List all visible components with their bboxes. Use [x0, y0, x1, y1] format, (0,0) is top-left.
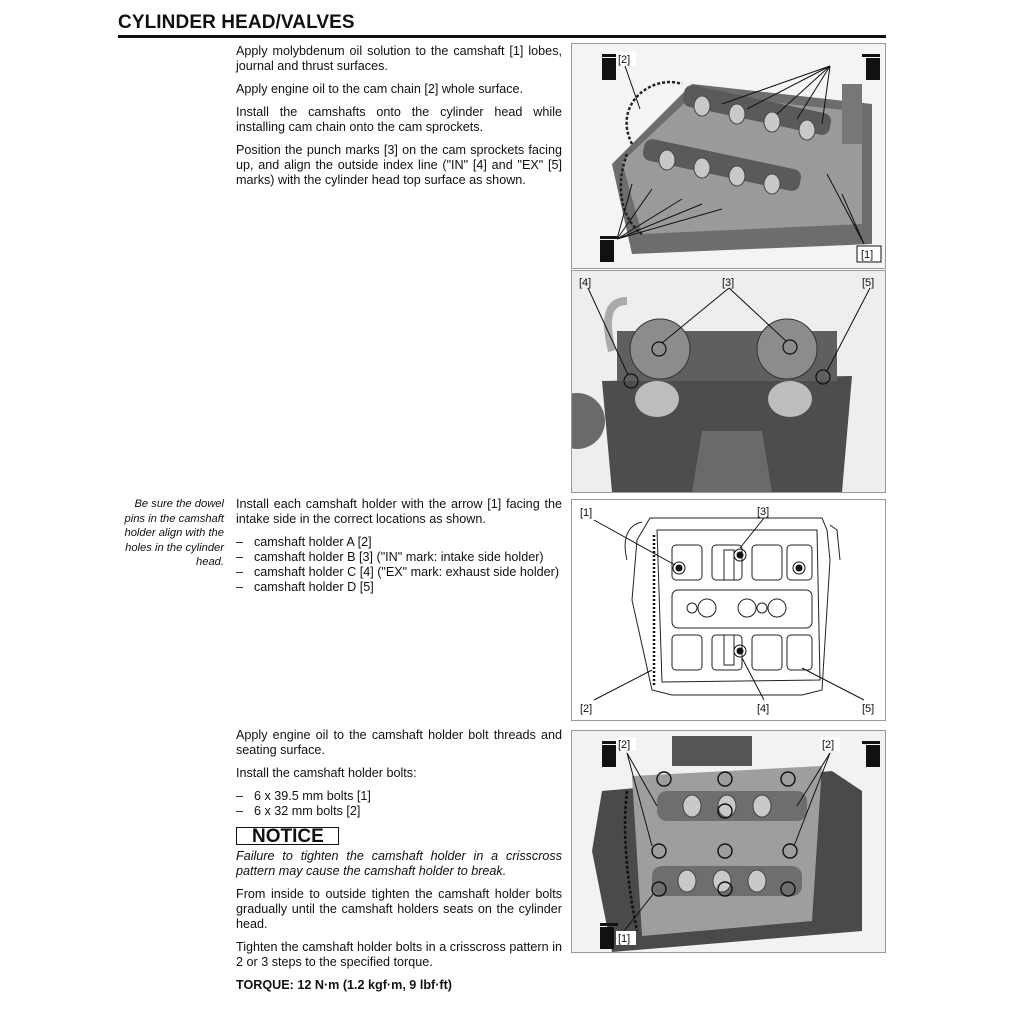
oil-icon [862, 54, 880, 80]
section-3-text: Apply engine oil to the camshaft holder … [236, 728, 562, 1001]
oil-icon [862, 741, 880, 767]
paragraph: Apply engine oil to the camshaft holder … [236, 728, 562, 757]
list-item: camshaft holder C [4] ("EX" mark: exhaus… [236, 565, 562, 580]
section-1-text: Apply molybdenum oil solution to the cam… [236, 44, 562, 196]
notice-text: Failure to tighten the camshaft holder i… [236, 849, 562, 878]
figure-label: [3] [722, 277, 734, 289]
paragraph: Apply engine oil to the cam chain [2] wh… [236, 82, 524, 96]
title-rule [118, 35, 886, 38]
oil-icon [600, 923, 618, 949]
paragraph: Tighten the camshaft holder bolts in a c… [236, 940, 562, 969]
list-item: 6 x 39.5 mm bolts [1] [236, 789, 562, 804]
list-item: 6 x 32 mm bolts [2] [236, 804, 562, 819]
paragraph: Apply molybdenum oil solution to the cam… [236, 44, 562, 73]
figure-label: [1] [580, 507, 592, 519]
figure-label: [4] [579, 277, 591, 289]
paragraph: From inside to outside tighten the camsh… [236, 887, 562, 931]
figure-label: [1] [618, 933, 630, 945]
bolt-list: 6 x 39.5 mm bolts [1] 6 x 32 mm bolts [2… [236, 789, 562, 819]
paragraph: Install the camshafts onto the cylinder … [236, 105, 562, 134]
list-item: camshaft holder D [5] [236, 580, 562, 595]
oil-icon [602, 741, 620, 767]
figure-sprocket-alignment: [4] [3] [5] [571, 270, 886, 493]
figure-label: [1] [861, 249, 873, 261]
paragraph: Position the punch marks [3] on the cam … [236, 143, 562, 187]
figure-label: [5] [862, 277, 874, 289]
page-title: CYLINDER HEAD/VALVES [118, 12, 355, 33]
figure-label: [3] [757, 506, 769, 518]
notice-label: NOTICE [236, 827, 339, 846]
figure-camshaft-holders: [1] [3] [2] [4] [5] [571, 499, 886, 721]
figure-label: [2] [822, 739, 834, 751]
paragraph: Install the camshaft holder bolts: [236, 766, 417, 780]
list-item: camshaft holder B [3] ("IN" mark: intake… [236, 550, 562, 565]
figure-label: [5] [862, 703, 874, 715]
figure-camshaft-install: [2] [1] [571, 43, 886, 269]
figure-label: [2] [580, 703, 592, 715]
side-note: Be sure the dowel pins in the camshaft h… [124, 498, 224, 568]
holder-list: camshaft holder A [2] camshaft holder B … [236, 535, 562, 595]
figure-label: [2] [618, 739, 630, 751]
figure-label: [4] [757, 703, 769, 715]
torque-spec: TORQUE: 12 N·m (1.2 kgf·m, 9 lbf·ft) [236, 978, 452, 992]
figure-holder-bolts: [2] [2] [1] [571, 730, 886, 953]
section-2-text: Install each camshaft holder with the ar… [236, 497, 562, 601]
oil-icon [600, 236, 618, 262]
figure-label: [2] [618, 54, 630, 66]
paragraph: Install each camshaft holder with the ar… [236, 497, 562, 526]
list-item: camshaft holder A [2] [236, 535, 562, 550]
oil-icon [602, 54, 620, 80]
